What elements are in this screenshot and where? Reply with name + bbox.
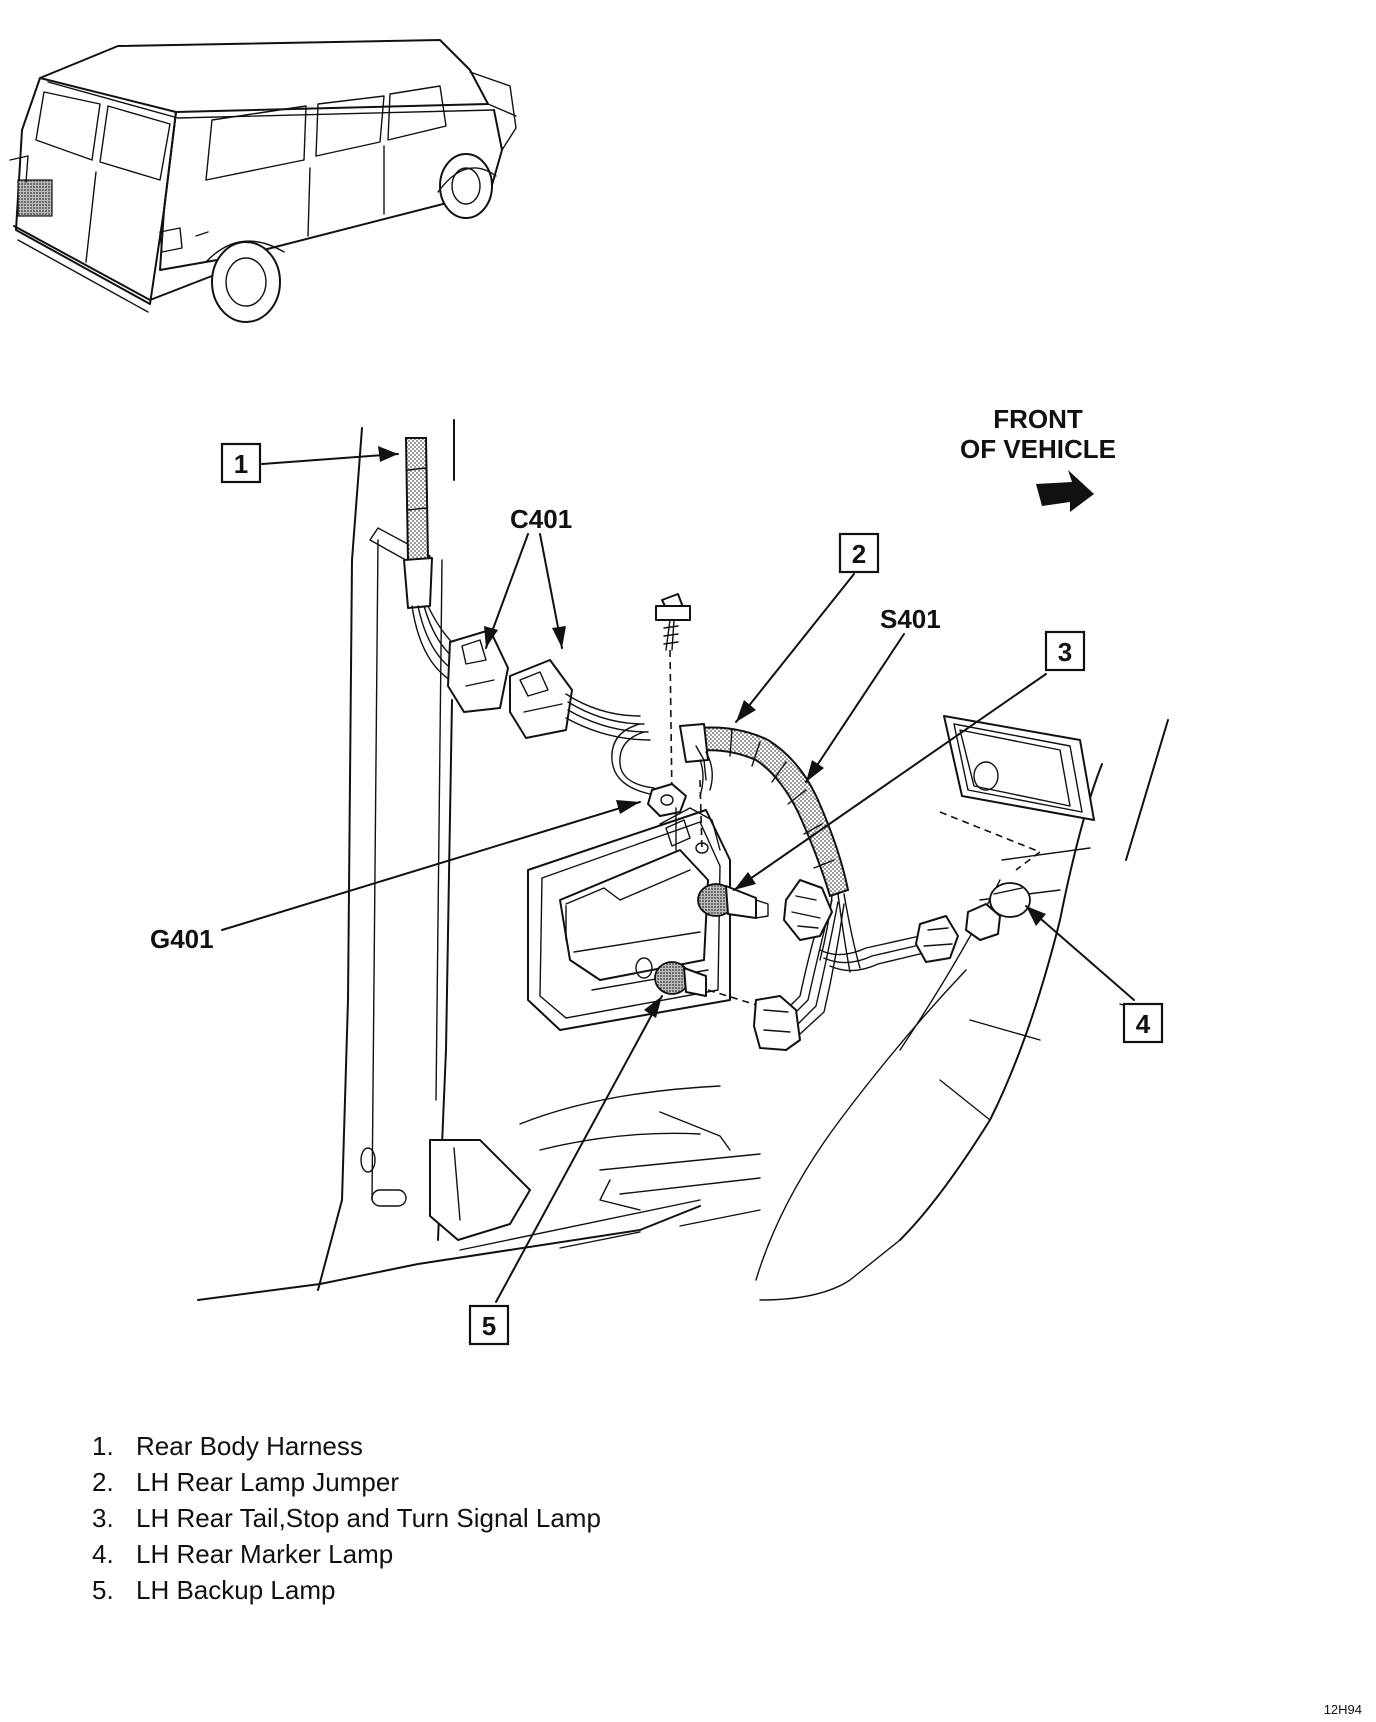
c401-connector [447,629,651,741]
callout-box-1: 1 [220,442,262,484]
legend-list: 1.Rear Body Harness 2.LH Rear Lamp Jumpe… [92,1428,601,1608]
figure-id: 12H94 [1324,1702,1362,1717]
tail-lamp-assembly [527,807,731,1031]
s401-label: S401 [880,604,941,634]
callout-box-5: 5 [468,1304,510,1346]
front-label-line1: FRONT [993,404,1083,434]
svg-text:4: 4 [1136,1009,1151,1039]
arrow-right-icon [1036,470,1094,512]
callout-box-4: 4 [1122,1002,1164,1044]
marker-lamp-housing [939,715,1095,871]
body-structure [197,419,1169,1301]
leader-lines [221,446,1135,1303]
legend-item: 3.LH Rear Tail,Stop and Turn Signal Lamp [92,1503,601,1533]
backup-lamp-bulb [654,961,801,1051]
front-label-line2: OF VEHICLE [960,434,1116,464]
tail-stop-turn-bulb [697,879,833,941]
van-icon [9,39,517,323]
g401-label: G401 [150,924,214,954]
legend-item: 4.LH Rear Marker Lamp [92,1539,394,1569]
lh-rear-lamp-jumper [611,723,929,1035]
callout-box-3: 3 [1044,630,1086,672]
rear-body-harness [403,437,469,681]
ground-bolt [647,593,709,854]
svg-text:3: 3 [1058,637,1072,667]
legend-item: 5.LH Backup Lamp [92,1575,336,1605]
svg-text:2: 2 [852,539,866,569]
legend-item: 1.Rear Body Harness [92,1431,363,1461]
c401-label: C401 [510,504,572,534]
legend-item: 2.LH Rear Lamp Jumper [92,1467,399,1497]
callout-box-2: 2 [838,532,880,574]
marker-lamp-bulb [915,882,1031,963]
svg-text:1: 1 [234,449,248,479]
svg-text:5: 5 [482,1311,496,1341]
